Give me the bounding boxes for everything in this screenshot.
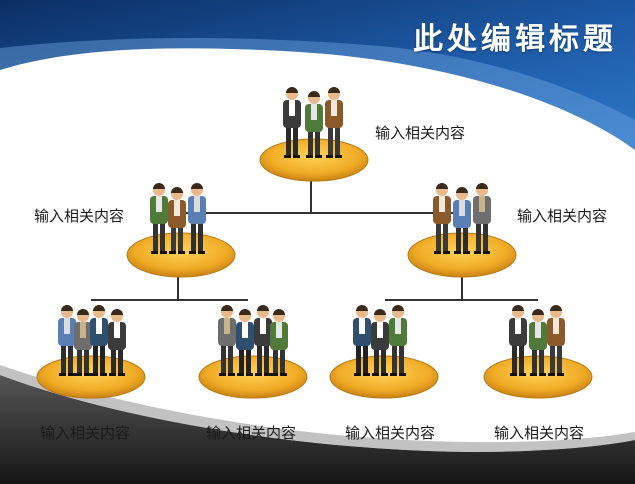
people-group [283,87,343,158]
node-label-bottom-2: 输入相关内容 [206,424,297,442]
person-figure [389,305,407,376]
person-figure [90,305,108,376]
person-figure [305,91,323,158]
person-figure [473,183,491,254]
header-band [0,0,635,150]
header-highlight [0,38,635,150]
person-figure [529,309,547,376]
person-figure [58,305,76,376]
bottom-highlight [0,365,635,452]
person-figure [168,187,186,254]
person-figure [353,305,371,376]
person-figure [433,183,451,254]
person-figure [74,309,92,376]
person-figure [509,305,527,376]
person-figure [283,87,301,158]
people-group [218,305,288,376]
person-figure [325,87,343,158]
platform-bottom-4 [483,355,593,399]
person-figure [254,305,272,376]
node-label-bottom-3: 输入相关内容 [345,424,436,442]
person-figure [547,305,565,376]
connector-lines [91,180,538,301]
platform-middle-right [407,232,517,278]
people-group [509,305,565,376]
people-group [433,183,491,254]
person-figure [188,183,206,254]
person-figure [150,183,168,254]
people-group [58,305,126,376]
node-label-middle-left: 输入相关内容 [34,207,125,225]
people-group [353,305,407,376]
person-figure [453,187,471,254]
platform-bottom-1 [36,355,146,399]
person-figure [236,309,254,376]
person-figure [371,309,389,376]
platform-top [259,138,369,182]
bottom-swoosh [0,375,635,484]
people-illustrations [58,87,565,376]
page-title: 此处编辑标题 [413,22,617,57]
people-group [150,183,206,254]
node-label-bottom-1: 输入相关内容 [40,424,131,442]
node-label-top: 输入相关内容 [375,124,466,142]
platform-bottom-2 [198,355,308,399]
person-figure [270,309,288,376]
person-figure [108,309,126,376]
node-label-middle-right: 输入相关内容 [517,207,608,225]
person-figure [218,305,236,376]
node-label-bottom-4: 输入相关内容 [494,424,585,442]
